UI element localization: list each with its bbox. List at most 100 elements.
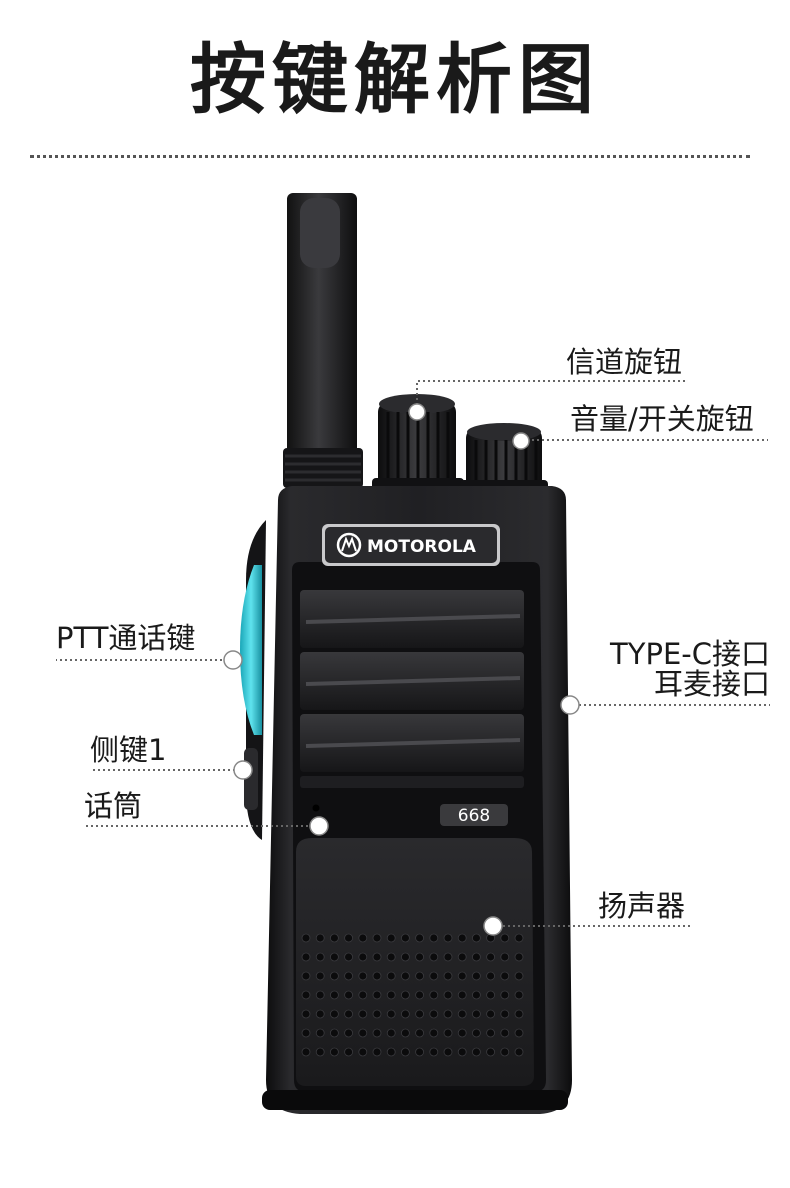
microphone-hole <box>312 804 320 812</box>
speaker-hole <box>400 1047 410 1057</box>
speaker-hole <box>344 1009 354 1019</box>
speaker-hole <box>372 933 382 943</box>
speaker-hole <box>429 1047 439 1057</box>
speaker-hole <box>415 1009 425 1019</box>
speaker-hole <box>429 1009 439 1019</box>
label-speaker: 扬声器 <box>598 889 686 923</box>
speaker-hole <box>358 952 368 962</box>
speaker-hole <box>315 1009 325 1019</box>
speaker-hole <box>514 990 524 1000</box>
speaker-hole <box>415 933 425 943</box>
speaker-hole <box>301 971 311 981</box>
speaker-hole <box>415 971 425 981</box>
speaker-hole <box>344 952 354 962</box>
speaker-hole <box>400 933 410 943</box>
speaker-hole <box>500 1009 510 1019</box>
speaker-hole <box>457 971 467 981</box>
speaker-hole <box>471 952 481 962</box>
speaker-hole <box>471 1028 481 1038</box>
speaker-hole <box>372 1009 382 1019</box>
speaker-hole <box>400 1009 410 1019</box>
speaker-hole <box>301 1028 311 1038</box>
speaker-hole <box>457 1047 467 1057</box>
channel-knob <box>372 394 464 498</box>
marker-speaker <box>483 916 503 936</box>
speaker-hole <box>457 1009 467 1019</box>
speaker-hole <box>386 1028 396 1038</box>
speaker-hole <box>471 1009 481 1019</box>
marker-volume-knob <box>512 432 530 450</box>
marker-side-key <box>233 760 253 780</box>
speaker-hole <box>386 1009 396 1019</box>
speaker-hole <box>329 1009 339 1019</box>
speaker-hole <box>429 952 439 962</box>
label-headset-jack: 耳麦接口 <box>653 667 770 701</box>
speaker-hole <box>443 1009 453 1019</box>
speaker-hole <box>429 1028 439 1038</box>
speaker-hole <box>457 1028 467 1038</box>
speaker-hole <box>400 971 410 981</box>
speaker-hole <box>486 1009 496 1019</box>
speaker-hole <box>471 933 481 943</box>
speaker-hole <box>443 990 453 1000</box>
speaker-hole <box>443 933 453 943</box>
speaker-hole <box>301 952 311 962</box>
speaker-hole <box>471 971 481 981</box>
speaker-hole <box>344 971 354 981</box>
marker-microphone <box>309 816 329 836</box>
speaker-hole <box>344 1047 354 1057</box>
speaker-hole <box>429 933 439 943</box>
speaker-hole <box>315 952 325 962</box>
speaker-hole <box>514 1009 524 1019</box>
speaker-hole <box>329 952 339 962</box>
speaker-hole <box>386 1047 396 1057</box>
marker-ptt <box>223 650 243 670</box>
speaker-hole <box>486 971 496 981</box>
marker-type-c <box>560 695 580 715</box>
speaker-hole <box>415 952 425 962</box>
model-badge <box>440 804 508 826</box>
speaker-hole <box>443 952 453 962</box>
title-divider <box>30 155 750 158</box>
label-channel-knob: 信道旋钮 <box>566 345 683 379</box>
speaker-hole <box>500 1028 510 1038</box>
speaker-hole <box>429 990 439 1000</box>
leader-markers <box>223 403 580 936</box>
speaker-hole <box>372 1028 382 1038</box>
speaker-hole <box>372 952 382 962</box>
speaker-hole <box>415 1028 425 1038</box>
speaker-hole <box>358 1047 368 1057</box>
speaker-hole <box>486 952 496 962</box>
speaker-hole <box>329 990 339 1000</box>
speaker-hole <box>500 1047 510 1057</box>
speaker-hole <box>443 1028 453 1038</box>
speaker-hole <box>329 971 339 981</box>
label-microphone: 话筒 <box>84 789 143 823</box>
speaker-hole <box>415 1047 425 1057</box>
speaker-hole <box>329 933 339 943</box>
speaker-hole <box>429 971 439 981</box>
speaker-hole <box>301 990 311 1000</box>
speaker-hole <box>372 990 382 1000</box>
speaker-grille-holes <box>301 933 524 1057</box>
speaker-panel <box>296 838 534 1086</box>
speaker-hole <box>514 952 524 962</box>
speaker-hole <box>301 1047 311 1057</box>
speaker-hole <box>400 1028 410 1038</box>
speaker-hole <box>443 971 453 981</box>
speaker-hole <box>386 952 396 962</box>
speaker-hole <box>344 990 354 1000</box>
speaker-hole <box>329 1028 339 1038</box>
speaker-hole <box>514 971 524 981</box>
speaker-hole <box>358 990 368 1000</box>
speaker-hole <box>415 990 425 1000</box>
speaker-hole <box>486 1047 496 1057</box>
label-ptt: PTT通话键 <box>56 621 196 655</box>
speaker-hole <box>500 990 510 1000</box>
front-grille <box>300 590 524 788</box>
speaker-hole <box>500 971 510 981</box>
speaker-hole <box>514 933 524 943</box>
speaker-hole <box>315 1028 325 1038</box>
speaker-hole <box>358 1028 368 1038</box>
